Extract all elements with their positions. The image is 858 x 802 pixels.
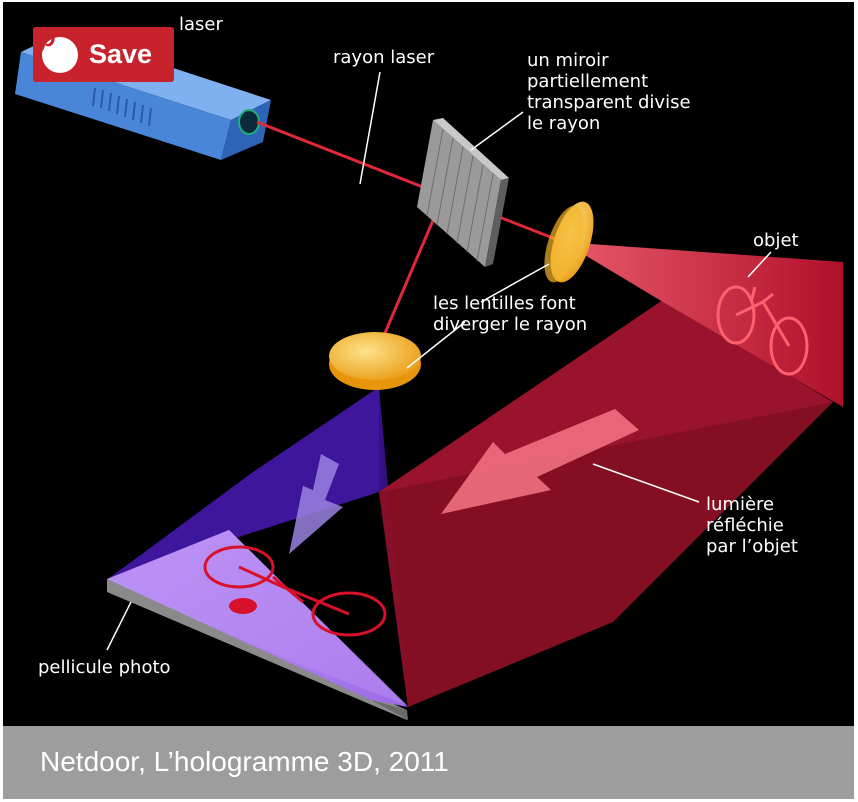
label-mirror-line: transparent divise bbox=[527, 92, 691, 113]
figure-frame: laser rayon laser un miroir partiellemen… bbox=[3, 2, 854, 799]
reflected-light-arrow bbox=[441, 409, 639, 514]
bike-image-on-film bbox=[203, 545, 387, 637]
save-button-label: Save bbox=[89, 39, 153, 69]
caption-bar: Netdoor, L’hologramme 3D, 2011 bbox=[3, 726, 854, 799]
label-reflected-line: réfléchie bbox=[706, 515, 784, 536]
hologram-diagram: laser rayon laser un miroir partiellemen… bbox=[3, 2, 854, 726]
label-reflected-line: par l’objet bbox=[706, 536, 798, 557]
label-laser: laser bbox=[179, 14, 223, 35]
label-mirror-line: un miroir bbox=[527, 50, 609, 71]
laser-beams bbox=[256, 120, 564, 348]
leader-lines bbox=[106, 71, 772, 651]
object-bike bbox=[716, 285, 809, 376]
label-lenses-line: diverger le rayon bbox=[433, 314, 588, 335]
label-object: objet bbox=[753, 230, 799, 251]
label-mirror-line: le rayon bbox=[527, 113, 601, 134]
diagram-illustration bbox=[15, 32, 843, 720]
label-mirror: un miroir partiellement transparent divi… bbox=[527, 50, 691, 134]
lens-reference-beam bbox=[329, 332, 421, 390]
label-reflected-light: lumière réfléchie par l’objet bbox=[706, 494, 798, 557]
film-plate bbox=[107, 579, 408, 720]
label-lenses-line: les lentilles font bbox=[433, 293, 576, 314]
label-mirror-line: partiellement bbox=[527, 71, 649, 92]
caption-text: Netdoor, L’hologramme 3D, 2011 bbox=[40, 746, 449, 777]
label-laser-beam: rayon laser bbox=[333, 47, 435, 68]
semi-transparent-mirror bbox=[417, 118, 509, 267]
label-reflected-line: lumière bbox=[706, 494, 775, 515]
label-lenses: les lentilles font diverger le rayon bbox=[433, 293, 587, 335]
object-beam-cone bbox=[563, 242, 843, 407]
reference-arrow bbox=[289, 454, 343, 554]
pinterest-save-button[interactable]: Save bbox=[33, 27, 174, 82]
lens-object-beam bbox=[544, 201, 594, 283]
pinterest-icon bbox=[37, 30, 78, 73]
label-film: pellicule photo bbox=[38, 657, 171, 678]
reference-beam-cone bbox=[108, 387, 379, 579]
